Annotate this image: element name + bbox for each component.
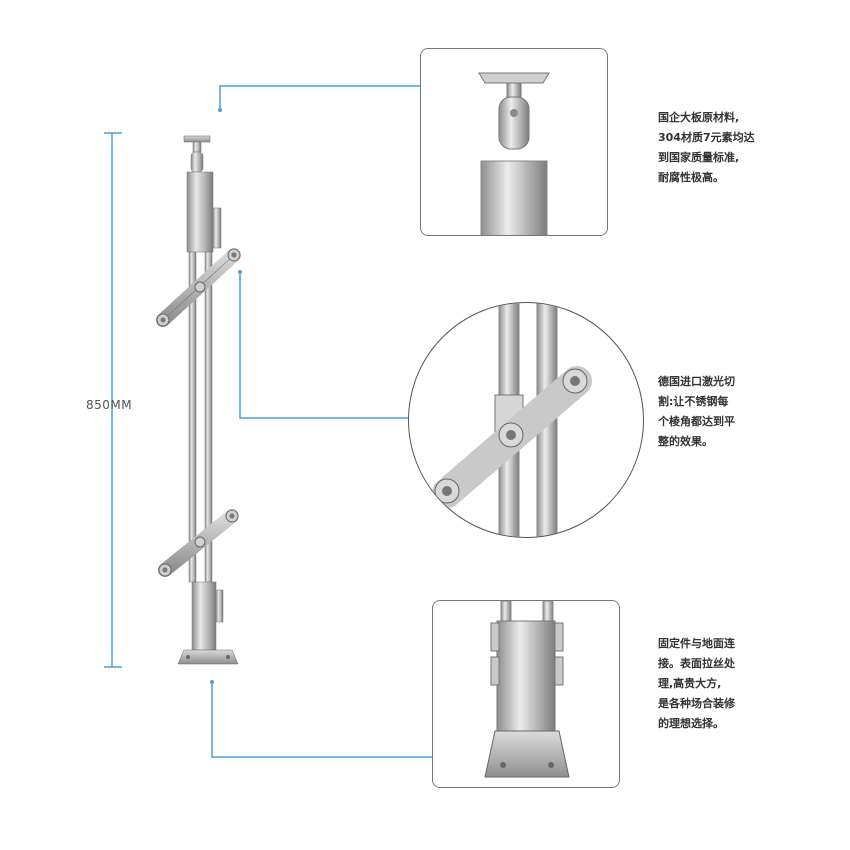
callout-middle-line-4: 整的效果。 (658, 435, 713, 448)
callout-bottom-line-3: 理,高贵大方, (658, 677, 722, 690)
base-detail-image (484, 601, 570, 778)
callout-top-line-1: 国企大板原材料, (658, 111, 740, 124)
detail-panel-bottom (432, 600, 620, 788)
callout-middle-line-3: 个棱角都达到平 (658, 415, 735, 428)
laser-cut-detail-image (432, 303, 592, 537)
dimension-label: 850MM (86, 398, 133, 412)
callout-bottom-line-2: 接。表面拉丝处 (658, 657, 735, 670)
callout-middle-line-1: 德国进口激光切 (658, 375, 735, 388)
callout-bottom-line-1: 固定件与地面连 (658, 637, 735, 650)
callout-middle-line-2: 割:让不锈钢每 (658, 395, 729, 408)
detail-panel-middle (408, 302, 644, 538)
callout-bottom-line-4: 是各种场合装修 (658, 697, 735, 710)
callout-top-line-3: 到国家质量标准, (658, 151, 740, 164)
detail-panel-top (420, 48, 608, 236)
callout-middle: 德国进口激光切 割:让不锈钢每 个棱角都达到平 整的效果。 (658, 372, 735, 452)
callout-bottom: 固定件与地面连 接。表面拉丝处 理,高贵大方, 是各种场合装修 的理想选择。 (658, 634, 735, 734)
callout-top-line-2: 304材质7元素均达 (658, 131, 755, 144)
callout-bottom-line-5: 的理想选择。 (658, 717, 724, 730)
callout-top: 国企大板原材料, 304材质7元素均达 到国家质量标准, 耐腐性极高。 (658, 108, 755, 188)
saddle-detail-image (478, 72, 550, 235)
callout-top-line-4: 耐腐性极高。 (658, 171, 724, 184)
